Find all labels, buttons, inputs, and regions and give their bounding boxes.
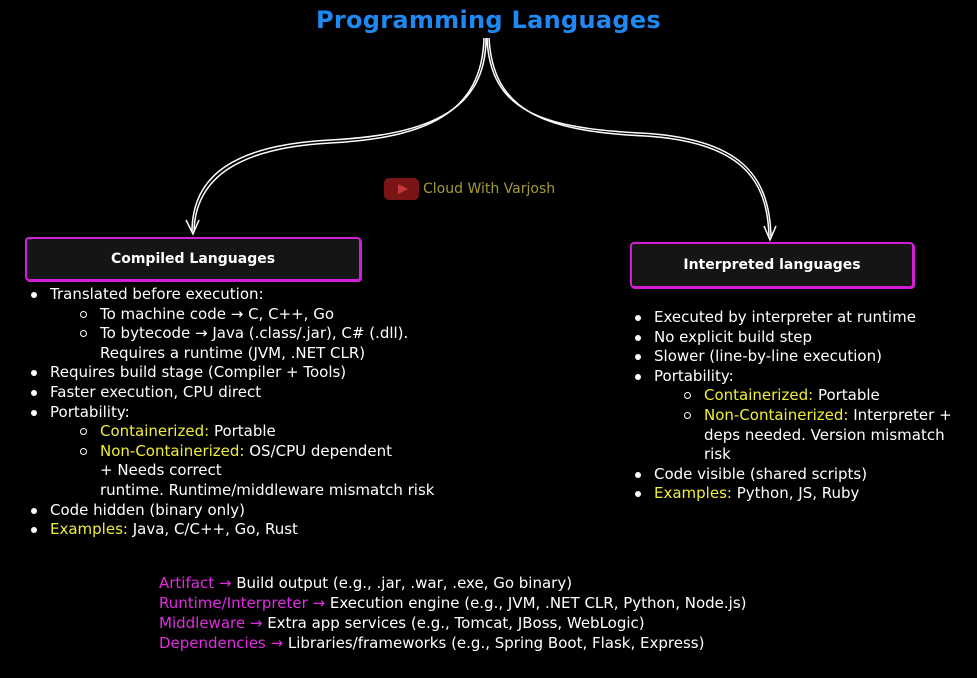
list-item: Examples: Java, C/C++, Go, Rust — [28, 520, 468, 540]
compiled-heading: Compiled Languages — [110, 251, 276, 267]
arrow-to-compiled-2 — [193, 37, 485, 233]
list-item: Translated before execution: To machine … — [28, 285, 468, 363]
list-item: Faster execution, CPU direct — [28, 383, 468, 403]
definition-runtime: Runtime/Interpreter → Execution engine (… — [159, 594, 747, 612]
arrowhead-interpreted — [763, 225, 777, 242]
list-item: Executed by interpreter at runtime — [632, 308, 972, 328]
youtube-icon — [384, 178, 419, 200]
list-item: Examples: Python, JS, Ruby — [632, 484, 972, 504]
arrow-to-compiled — [191, 37, 487, 233]
compiled-languages-box: Compiled Languages — [25, 237, 361, 281]
interpreted-heading: Interpreted languages — [683, 257, 861, 273]
arrow-to-interpreted — [486, 37, 772, 239]
list-item: Code hidden (binary only) — [28, 501, 468, 521]
list-item: To bytecode → Java (.class/.jar), C# (.d… — [78, 324, 468, 363]
list-item: Containerized: Portable — [78, 422, 468, 442]
list-item: Slower (line-by-line execution) — [632, 347, 972, 367]
list-item: Non-Containerized: Interpreter +deps nee… — [682, 406, 972, 465]
list-item: To machine code → C, C++, Go — [78, 305, 468, 325]
definitions-legend: Artifact → Build output (e.g., .jar, .wa… — [159, 573, 747, 653]
list-item: Requires build stage (Compiler + Tools) — [28, 363, 468, 383]
diagram-title: Programming Languages — [315, 6, 662, 34]
arrowhead-compiled — [185, 219, 200, 236]
list-item: Containerized: Portable — [682, 386, 972, 406]
compiled-list: Translated before execution: To machine … — [28, 285, 468, 540]
definition-artifact: Artifact → Build output (e.g., .jar, .wa… — [159, 574, 573, 592]
definition-dependencies: Dependencies → Libraries/frameworks (e.g… — [159, 634, 705, 652]
list-item: Non-Containerized: OS/CPU dependent+ Nee… — [78, 442, 468, 481]
watermark-text: Cloud With Varjosh — [423, 181, 556, 197]
list-continuation: runtime. Runtime/middleware mismatch ris… — [100, 480, 435, 499]
list-item: No explicit build step — [632, 328, 972, 348]
interpreted-list: Executed by interpreter at runtime No ex… — [632, 308, 972, 504]
list-item: Code visible (shared scripts) — [632, 465, 972, 485]
interpreted-languages-box: Interpreted languages — [630, 242, 914, 288]
definition-middleware: Middleware → Extra app services (e.g., T… — [159, 614, 645, 632]
arrow-to-interpreted-2 — [488, 37, 770, 239]
list-item: Portability: Containerized: Portable Non… — [632, 367, 972, 465]
watermark: Cloud With Varjosh — [384, 178, 555, 200]
list-item: Portability: Containerized: Portable Non… — [28, 403, 468, 501]
